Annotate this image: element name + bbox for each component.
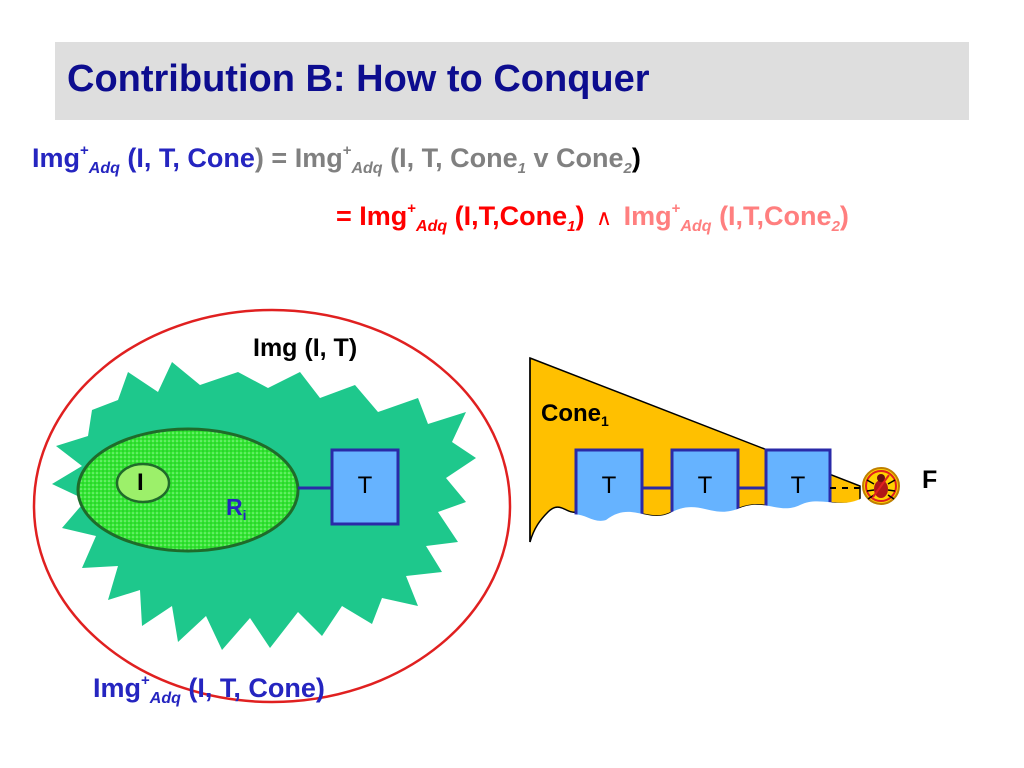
cone-target-label-1: T [601,472,617,499]
bottom-label: Img+Adq (I, T, Cone) [93,672,325,707]
cone-target-label-3: T [790,472,806,499]
title-bar: Contribution B: How to Conquer [55,42,969,120]
reach-set [76,427,300,553]
bug-icon [862,467,900,505]
and-symbol: ∧ [596,205,613,230]
target-label: T [357,472,373,499]
args-2: (I,T,Cone [719,201,832,231]
reach-label: Ri [226,494,247,523]
eq-img-2: = Img [336,201,408,231]
cone-target-label-2: T [697,472,713,499]
img-left: Img [32,143,81,173]
target-box [330,448,400,526]
equation-line-1: Img+Adq (I, T, Cone) = Img+Adq (I, T, Co… [32,142,641,177]
img-label: Img (I, T) [253,334,358,362]
or-cone: v Cone [533,143,624,173]
args-left: (I, T, Cone [127,143,255,173]
eq-img: = Img [271,143,343,173]
equation-line-2: = Img+Adq (I,T,Cone1) ∧ Img+Adq (I,T,Con… [336,200,849,235]
cone-label: Cone1 [541,400,609,429]
args-right-1: (I, T, Cone [390,143,518,173]
failure-label: F [922,466,938,494]
slide-title: Contribution B: How to Conquer [67,58,650,100]
cone-wave-overlay [560,498,862,560]
img-2: Img [623,201,672,231]
cone-target-box-1 [574,448,644,526]
initial-state [115,462,171,504]
args-1: (I,T,Cone [454,201,568,231]
initial-label: I [137,469,144,496]
